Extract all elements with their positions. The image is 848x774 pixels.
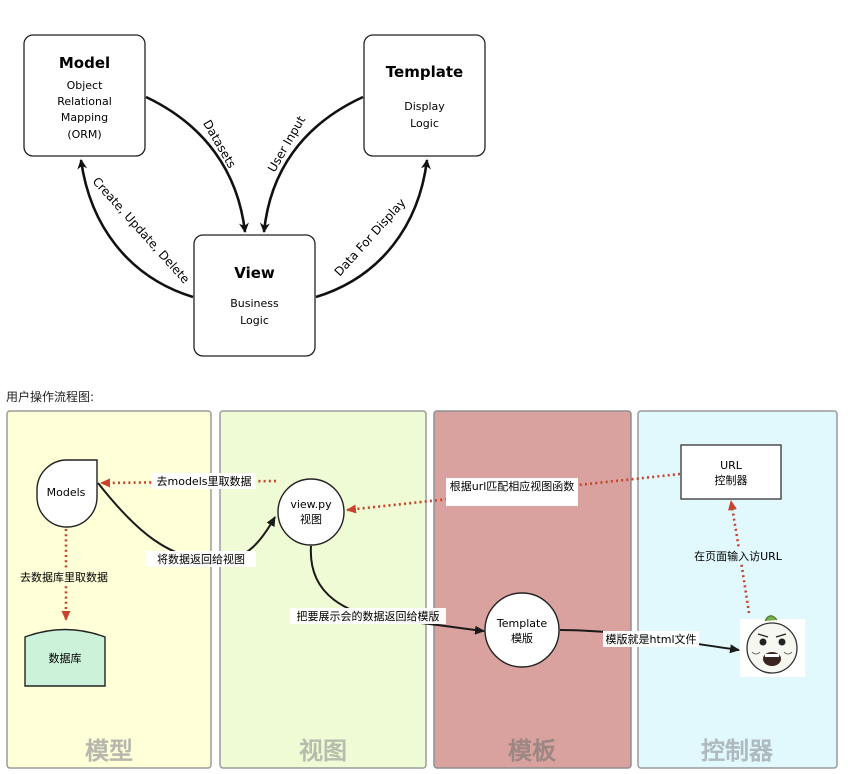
arrow-fetch-from-models — [100, 478, 277, 488]
template-node: Template Display Logic — [363, 34, 486, 157]
database-label: 数据库 — [49, 651, 82, 665]
label-url-match: 根据url匹配相应视图函数 — [450, 479, 575, 493]
models-label: Models — [47, 486, 86, 499]
template-line-2: Logic — [410, 117, 439, 130]
url-label-1: URL — [720, 459, 743, 472]
flow-diagram: 模型 视图 模板 控制器 Models 数据库 view.py 视图 Templ… — [6, 410, 838, 769]
template-flow-label-2: 模版 — [511, 631, 533, 645]
lane-label-template: 模板 — [508, 737, 557, 765]
user-face-icon — [740, 615, 805, 677]
label-return-to-template: 把要展示会的数据返回给模版 — [297, 609, 440, 623]
flow-caption: 用户操作流程图: — [6, 390, 95, 404]
label-datasets: Datasets — [200, 117, 239, 170]
view-title: View — [234, 264, 275, 282]
lane-label-controller: 控制器 — [701, 737, 774, 765]
arrow-user-input — [259, 95, 364, 233]
lane-model — [6, 410, 212, 769]
lane-label-model: 模型 — [85, 737, 133, 765]
viewpy-node: view.py 视图 — [277, 478, 345, 546]
template-title: Template — [386, 63, 463, 81]
model-line-1: Object — [67, 79, 104, 92]
database-node: 数据库 — [24, 628, 106, 687]
mvt-diagram: Model Object Relational Mapping (ORM) Te… — [23, 34, 486, 357]
label-user-input: User Input — [265, 113, 308, 174]
view-node: View Business Logic — [193, 234, 316, 357]
url-node: URL 控制器 — [680, 444, 782, 500]
label-data-for-display: Data For Display — [332, 196, 409, 279]
viewpy-label-2: 视图 — [300, 512, 322, 526]
arrow-create-update-delete — [77, 159, 194, 299]
model-title: Model — [59, 54, 110, 72]
view-line-1: Business — [230, 297, 279, 310]
arrow-datasets — [145, 95, 249, 233]
viewpy-label-1: view.py — [290, 498, 332, 511]
models-node: Models — [36, 459, 98, 528]
label-template-is-html: 模版就是html文件 — [605, 632, 696, 646]
label-enter-url: 在页面输入访URL — [694, 549, 783, 563]
template-line-1: Display — [404, 100, 445, 113]
model-line-4: (ORM) — [67, 128, 101, 141]
url-label-2: 控制器 — [715, 473, 748, 487]
lane-template — [433, 410, 632, 769]
model-line-2: Relational — [57, 95, 112, 108]
arrow-data-for-display — [315, 159, 431, 299]
template-flow-node: Template 模版 — [484, 592, 560, 668]
template-flow-label-1: Template — [496, 617, 547, 630]
lane-label-view: 视图 — [299, 737, 347, 765]
arrow-enter-url — [728, 500, 751, 614]
lane-controller — [637, 410, 838, 769]
label-fetch-from-models: 去models里取数据 — [157, 474, 252, 488]
model-node: Model Object Relational Mapping (ORM) — [23, 34, 146, 157]
model-line-3: Mapping — [61, 111, 108, 124]
view-line-2: Logic — [240, 314, 269, 327]
label-fetch-from-db: 去数据库里取数据 — [20, 570, 108, 584]
label-return-to-view: 将数据返回给视图 — [157, 552, 245, 566]
